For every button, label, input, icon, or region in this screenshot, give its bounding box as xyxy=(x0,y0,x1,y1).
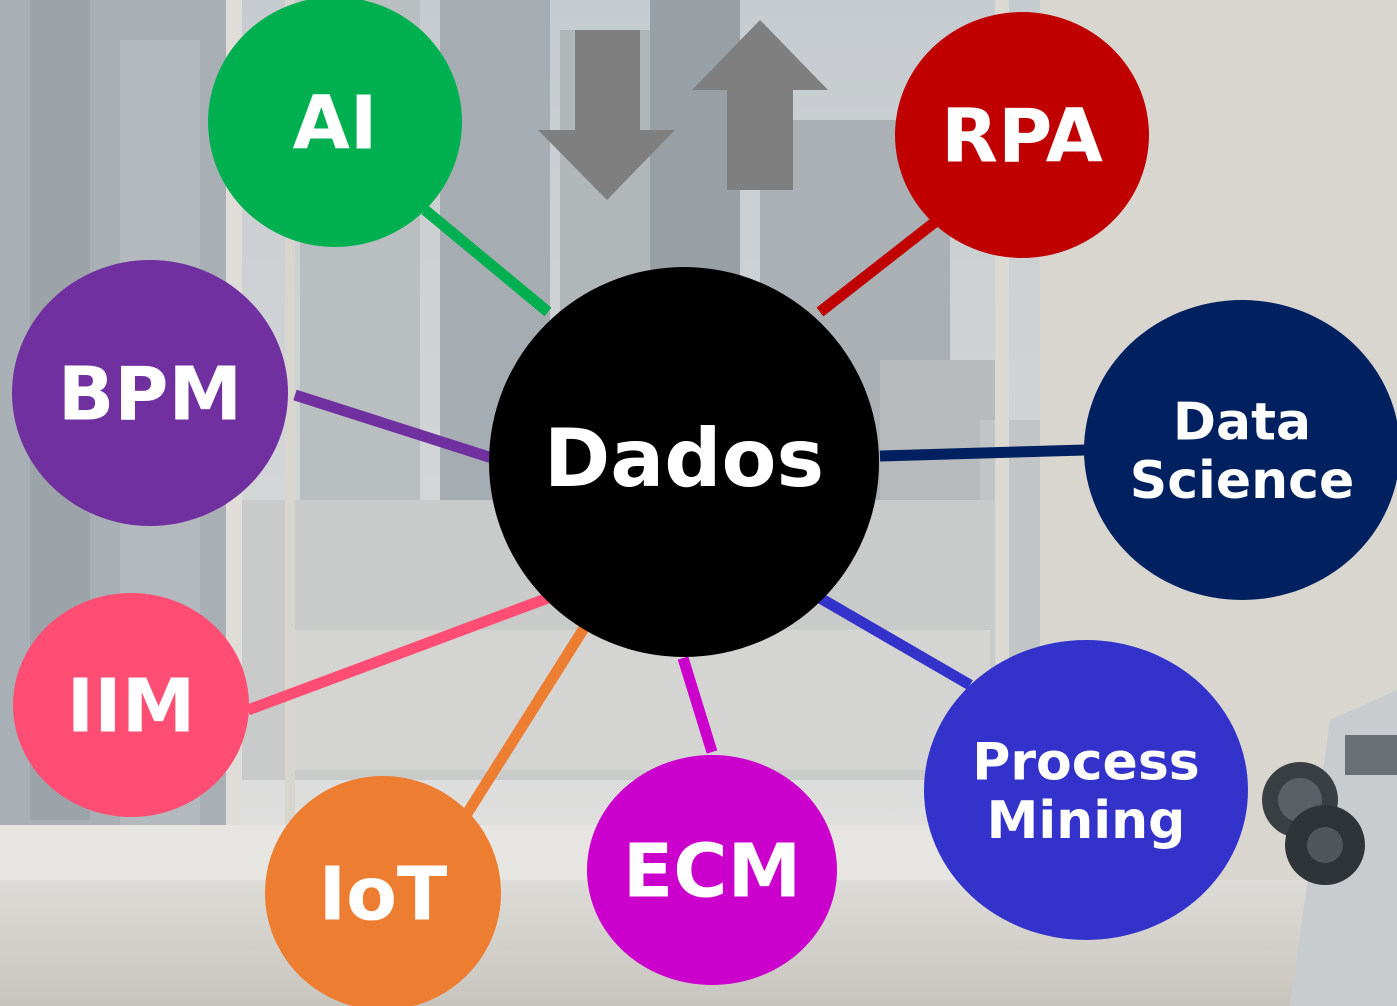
connector-iim xyxy=(246,592,550,716)
connector-rpa xyxy=(816,217,939,317)
node-iim: IIM xyxy=(13,593,249,817)
node-label-data-science: Data xyxy=(1173,393,1311,453)
data-flow-arrows xyxy=(538,20,828,200)
node-label-iim: IIM xyxy=(67,664,196,750)
node-bpm: BPM xyxy=(12,260,288,526)
connectors xyxy=(246,205,1086,823)
node-label-process-mining: Mining xyxy=(987,791,1186,851)
node-circle-process-mining xyxy=(924,640,1248,940)
connector-ai xyxy=(421,205,552,317)
node-label-bpm: BPM xyxy=(58,352,242,438)
node-ai: AI xyxy=(208,0,462,247)
node-label-rpa: RPA xyxy=(941,94,1103,180)
connector-process-mining xyxy=(817,593,973,690)
node-label-process-mining: Process xyxy=(972,733,1199,793)
connector-iot xyxy=(458,622,591,823)
center-label: Dados xyxy=(544,412,824,505)
center-node: Dados xyxy=(489,267,879,657)
node-ecm: ECM xyxy=(587,755,837,985)
center-circle xyxy=(489,267,879,657)
node-circle-bpm xyxy=(12,260,288,526)
arrow-up-icon xyxy=(692,20,828,190)
connector-bpm xyxy=(293,389,494,464)
node-circle-ai xyxy=(208,0,462,247)
node-rpa: RPA xyxy=(895,12,1149,258)
node-circle-iim xyxy=(13,593,249,817)
node-label-iot: IoT xyxy=(319,852,448,938)
connector-data-science xyxy=(879,444,1086,462)
arrow-down-icon xyxy=(538,30,675,200)
node-label-data-science: Science xyxy=(1130,451,1354,511)
node-circle-ecm xyxy=(587,755,837,985)
node-label-ecm: ECM xyxy=(623,829,802,915)
node-circle-rpa xyxy=(895,12,1149,258)
node-label-ai: AI xyxy=(293,81,378,167)
node-circle-iot xyxy=(265,776,501,1006)
connector-ecm xyxy=(677,656,718,754)
robot-arm-illustration xyxy=(1262,690,1397,1006)
node-circle-data-science xyxy=(1084,300,1397,600)
node-iot: IoT xyxy=(265,776,501,1006)
